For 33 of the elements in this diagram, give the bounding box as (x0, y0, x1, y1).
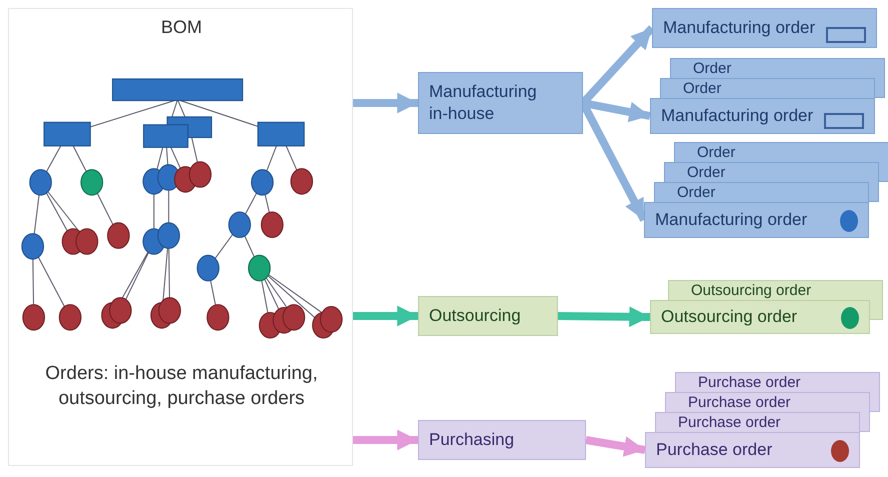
node-label: Manufacturing in-house (429, 81, 538, 125)
arrow (353, 306, 418, 326)
node-label: Manufacturing order (663, 17, 816, 39)
panel-title: BOM (160, 17, 203, 38)
node-label: Purchasing (429, 429, 516, 451)
order-label: Order (697, 144, 736, 161)
node-label: Outsourcing order (661, 306, 798, 328)
order-label: Outsourcing order (691, 282, 812, 299)
order-label: Order (693, 60, 732, 77)
order-label: Purchase order (698, 374, 801, 391)
node-label: Manufacturing order (655, 209, 808, 231)
order-label: Order (677, 184, 716, 201)
order-label: Order (683, 80, 722, 97)
order-label: Purchase order (688, 394, 791, 411)
arrow (353, 430, 418, 450)
process-box (418, 420, 586, 460)
bom-panel (8, 8, 353, 466)
process-box (645, 432, 860, 468)
process-box (418, 296, 558, 336)
arrow (585, 436, 646, 457)
process-box (650, 98, 875, 134)
process-box (652, 8, 877, 48)
order-label: Order (687, 164, 726, 181)
panel-caption: Orders: in-house manufacturing, outsourcing, purchase orders (44, 362, 319, 411)
node-label: Outsourcing (429, 305, 522, 327)
node-label: Manufacturing order (661, 105, 814, 127)
process-box (418, 72, 583, 134)
process-box (650, 300, 870, 334)
node-label: Purchase order (656, 439, 774, 461)
arrow (353, 92, 418, 114)
order-label: Purchase order (678, 414, 781, 431)
arrow (558, 306, 650, 328)
process-box (644, 202, 869, 238)
